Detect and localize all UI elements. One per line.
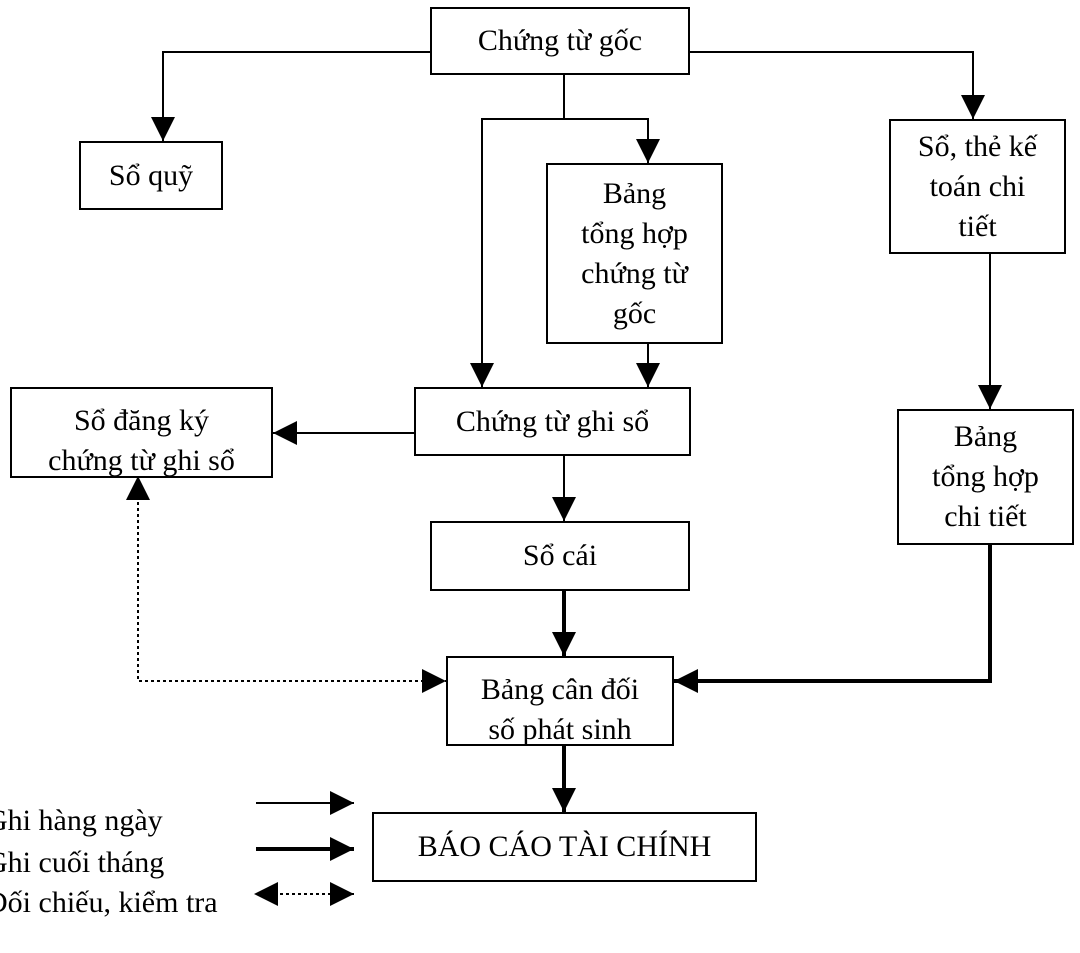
edge-goc-to-so-the-chi-tiet <box>690 51 985 119</box>
node-bao-cao-tai-chinh: BÁO CÁO TÀI CHÍNH <box>372 812 757 882</box>
edge-goc-to-so-quy <box>151 51 430 141</box>
node-bang-tong-hop-chung-tu-goc: Bảng tổng hợp chứng từ gốc <box>546 163 723 344</box>
node-bao-cao-tai-chinh-label: BÁO CÁO TÀI CHÍNH <box>417 830 712 863</box>
node-chung-tu-ghi-so: Chứng từ ghi sổ <box>414 387 691 456</box>
node-so-cai: Sổ cái <box>430 521 690 591</box>
node-chung-tu-goc: Chứng từ gốc <box>430 7 690 75</box>
node-chung-tu-goc-label: Chứng từ gốc <box>477 24 643 57</box>
edge-goc-to-chung-tu-ghi-so <box>470 118 564 387</box>
node-so-quy: Sổ quỹ <box>79 141 223 210</box>
node-bang-can-doi-so-phat-sinh: Bảng cân đối số phát sinh <box>446 656 674 746</box>
node-so-dang-ky-chung-tu-ghi-so-label: Sổ đăng ký chứng từ ghi sổ <box>48 404 235 477</box>
legend-label-daily: Ghi hàng ngày <box>0 804 163 837</box>
node-so-the-ke-toan-chi-tiet: Sổ, thẻ kế toán chi tiết <box>889 119 1066 254</box>
node-so-quy-label: Sổ quỹ <box>108 158 194 192</box>
node-so-the-ke-toan-chi-tiet-label: Sổ, thẻ kế toán chi tiết <box>917 129 1038 243</box>
node-chung-tu-ghi-so-label: Chứng từ ghi sổ <box>455 404 650 438</box>
edge-goc-to-bang-tong-hop-goc <box>564 118 660 163</box>
edge-reconcile-so-dang-ky-bang-can-doi <box>126 476 446 693</box>
node-bang-tong-hop-chi-tiet: Bảng tổng hợp chi tiết <box>897 409 1074 545</box>
node-bang-can-doi-so-phat-sinh-label: Bảng cân đối số phát sinh <box>480 673 640 746</box>
node-so-dang-ky-chung-tu-ghi-so: Sổ đăng ký chứng từ ghi sổ <box>10 387 273 478</box>
legend-label-end-of-month: Ghi cuối tháng <box>0 846 165 879</box>
node-bang-tong-hop-chi-tiet-label: Bảng tổng hợp chi tiết <box>932 420 1039 533</box>
node-bang-tong-hop-chung-tu-goc-label: Bảng tổng hợp chứng từ gốc <box>581 176 688 330</box>
node-so-cai-label: Sổ cái <box>522 539 598 572</box>
edge-bang-tong-hop-ct-to-bang-can-doi <box>674 545 992 693</box>
legend-label-reconcile: Đối chiếu, kiểm tra <box>0 886 218 919</box>
